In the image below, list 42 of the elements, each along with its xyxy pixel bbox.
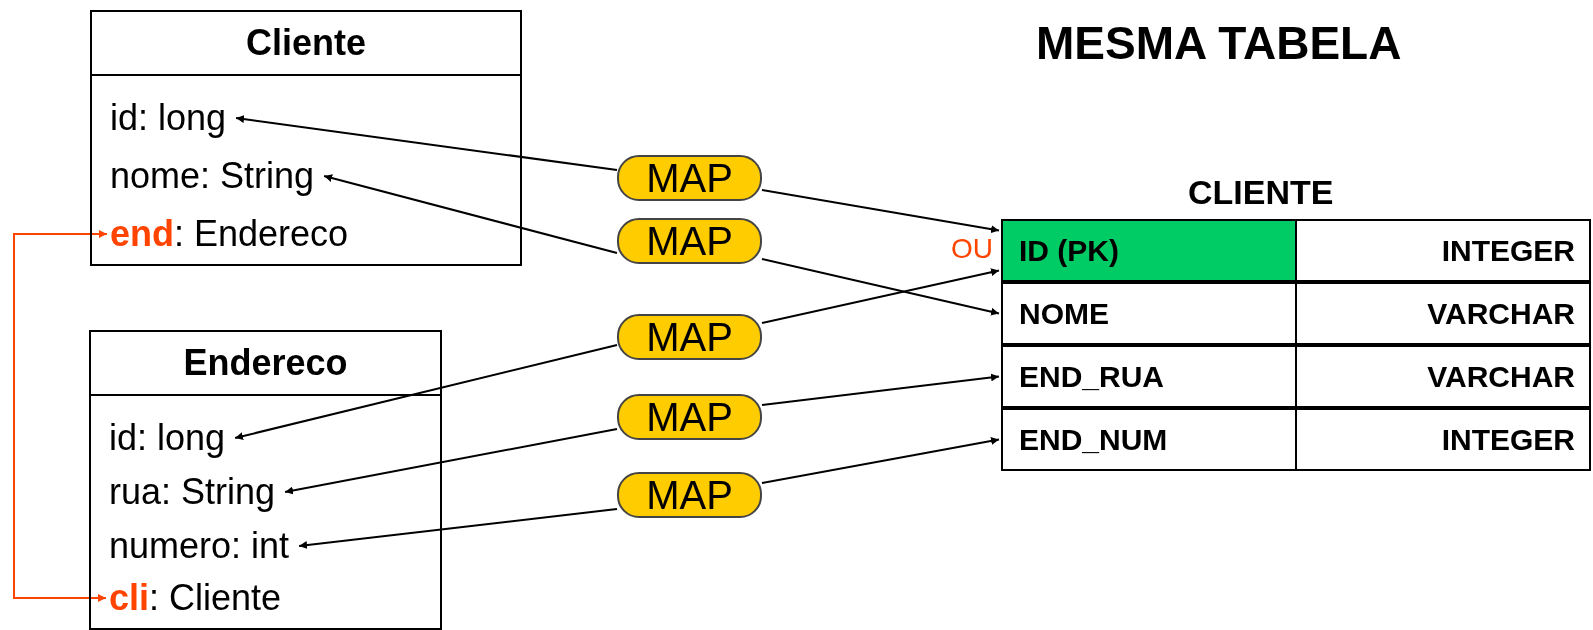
table-name: CLIENTE (1188, 173, 1334, 212)
attribute-text: cli: Cliente (109, 578, 282, 618)
column-type: INTEGER (1440, 233, 1576, 269)
class-box (90, 10, 522, 266)
class-box (89, 330, 442, 630)
column-type: VARCHAR (1426, 359, 1576, 395)
title: MESMA TABELA (1036, 16, 1402, 70)
column-type: INTEGER (1440, 422, 1576, 458)
class-name: Cliente (92, 12, 520, 76)
column-name: NOME (1003, 284, 1297, 343)
map-pill: MAP (617, 155, 762, 201)
map-pill: MAP (617, 472, 762, 518)
column-name: ID (PK) (1003, 221, 1297, 280)
arrow (761, 258, 1000, 316)
column-type: VARCHAR (1426, 296, 1576, 332)
table-row (1001, 345, 1591, 408)
map-pill: MAP (617, 314, 762, 360)
attribute-text: id: long (110, 98, 227, 138)
arrow (761, 268, 1000, 324)
arrow (761, 437, 1000, 484)
arrow (761, 189, 1000, 234)
class-name: Endereco (91, 332, 440, 396)
attribute-text: id: long (109, 418, 226, 458)
map-pill: MAP (617, 394, 762, 440)
arrow (234, 344, 618, 440)
table-row (1001, 408, 1591, 471)
arrow (298, 508, 618, 550)
table-row (1001, 219, 1591, 282)
table-row (1001, 282, 1591, 345)
attribute-text: end: Endereco (110, 214, 349, 254)
attribute-text: numero: int (109, 526, 290, 566)
arrow (235, 115, 618, 171)
attribute-text: nome: String (110, 156, 315, 196)
column-name: END_NUM (1003, 410, 1297, 469)
note-text: OU (951, 233, 993, 265)
arrow (284, 428, 618, 495)
map-pill: MAP (617, 218, 762, 264)
arrow (323, 174, 618, 254)
column-name: END_RUA (1003, 347, 1297, 406)
arrow (761, 373, 1000, 406)
attribute-text: rua: String (109, 472, 276, 512)
arrow (13, 230, 108, 602)
